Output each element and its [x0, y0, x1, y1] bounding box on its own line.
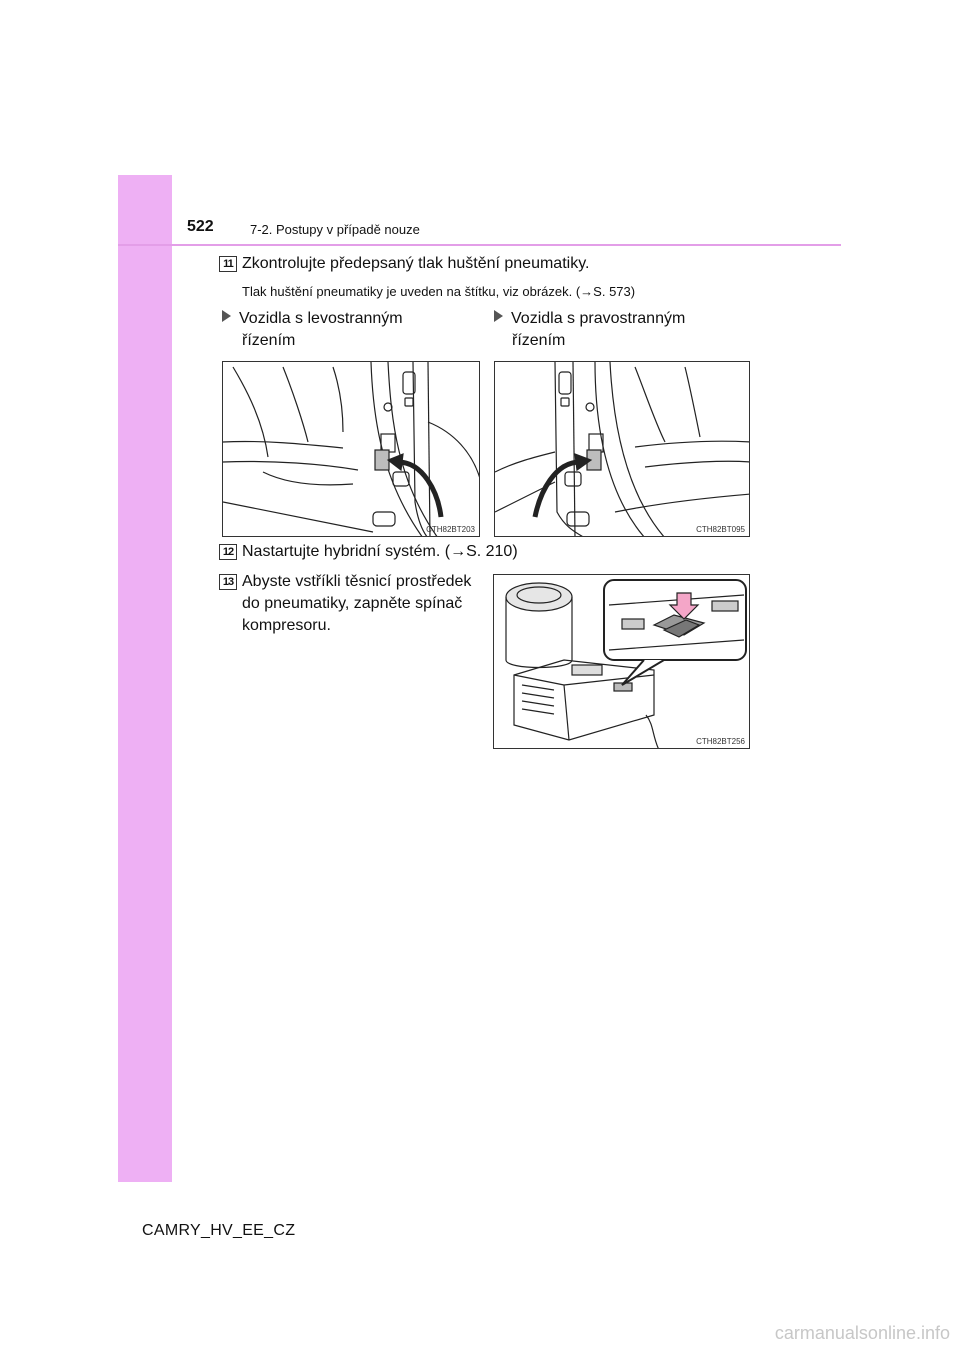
door-pillar-illustration [223, 362, 479, 536]
door-pillar-illustration [495, 362, 749, 536]
right-drive-label: Vozidla s pravostranným [494, 308, 685, 330]
step-13-text: Abyste vstříkli těsnicí prostředek do pn… [242, 571, 486, 637]
step-number-11: 11 [219, 256, 237, 272]
triangle-bullet-icon [494, 310, 503, 322]
figure-right-drive-door-pillar: CTH82BT095 [494, 361, 750, 537]
step-13-line3: kompresoru. [242, 617, 331, 634]
left-drive-label: Vozidla s levostranným [222, 308, 403, 330]
header-divider [118, 244, 841, 246]
step-number-13: 13 [219, 574, 237, 590]
triangle-bullet-icon [222, 310, 231, 322]
step-12-text: Nastartujte hybridní systém. (→S. 210) [242, 543, 518, 560]
right-drive-label-line2: řízením [512, 332, 566, 349]
figure-code: CTH82BT095 [696, 525, 745, 534]
side-band [118, 175, 172, 1182]
section-title: 7-2. Postupy v případě nouze [250, 222, 420, 237]
step-11-title: Zkontrolujte předepsaný tlak huštění pne… [242, 255, 590, 272]
figure-code: CTH82BT256 [696, 737, 745, 746]
figure-left-drive-door-pillar: CTH82BT203 [222, 361, 480, 537]
figure-code: CTH82BT203 [426, 525, 475, 534]
compressor-illustration [505, 579, 747, 748]
step-13-line1: Abyste vstříkli těsnicí prostředek [242, 573, 472, 590]
step-11-note: Tlak huštění pneumatiky je uveden na ští… [242, 284, 636, 299]
figure-compressor-switch: CTH82BT256 [493, 574, 750, 749]
document-code: CAMRY_HV_EE_CZ [142, 1222, 296, 1239]
step-13-line2: do pneumatiky, zapněte spínač [242, 595, 463, 612]
watermark: carmanualsonline.info [774, 1323, 950, 1343]
left-drive-label-line2: řízením [242, 332, 296, 349]
step-number-12: 12 [219, 544, 237, 560]
page-number: 522 [187, 218, 214, 235]
